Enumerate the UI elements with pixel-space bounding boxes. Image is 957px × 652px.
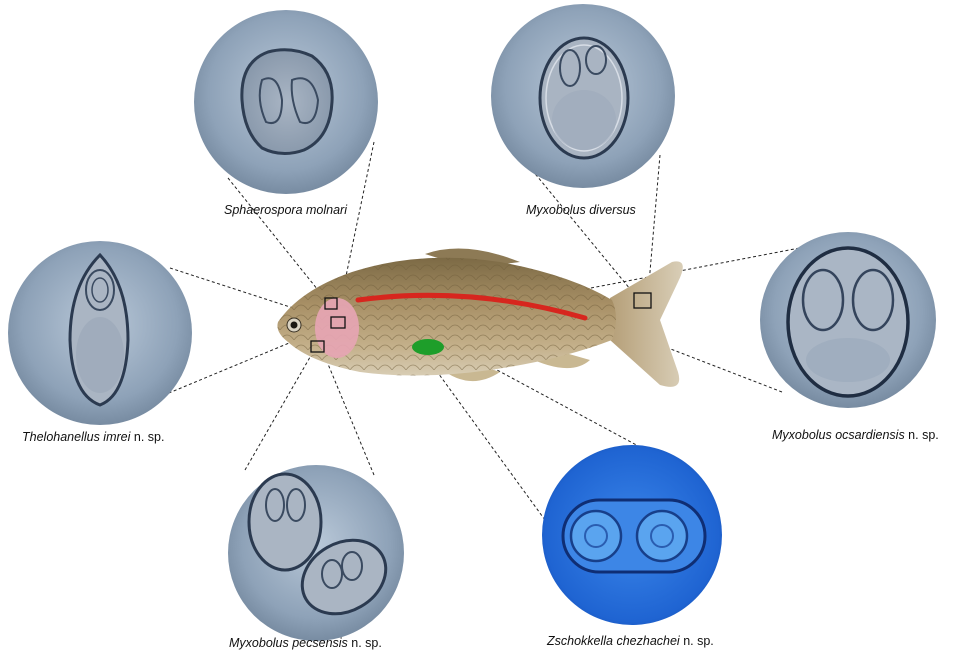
tail-fin xyxy=(610,261,683,386)
fish-illustration xyxy=(277,249,682,387)
species-name: Zschokkella chezhachei xyxy=(547,634,680,648)
label-myxobolus-pecsensis: Myxobolus pecsensis n. sp. xyxy=(229,636,382,650)
species-name: Sphaerospora molnari xyxy=(224,203,347,217)
leader-sphaerospora-left xyxy=(228,178,326,300)
leader-zschokkella-left xyxy=(425,355,545,520)
label-thelohanellus-imrei: Thelohanellus imrei n. sp. xyxy=(22,430,164,444)
species-name: Myxobolus diversus xyxy=(526,203,636,217)
micrograph-myxobolus-pecsensis xyxy=(228,465,404,641)
label-myxobolus-diversus: Myxobolus diversus xyxy=(526,203,636,217)
species-name: Myxobolus ocsardiensis xyxy=(772,428,905,442)
species-name: Thelohanellus imrei xyxy=(22,430,130,444)
label-zschokkella-chezhachei: Zschokkella chezhachei n. sp. xyxy=(547,634,714,648)
gallbladder-marker xyxy=(412,339,444,355)
micrograph-myxobolus-ocsardiensis xyxy=(760,232,936,408)
micrograph-sphaerospora-molnari xyxy=(194,10,378,194)
species-suffix: n. sp. xyxy=(348,636,382,650)
species-name: Myxobolus pecsensis xyxy=(229,636,348,650)
species-suffix: n. sp. xyxy=(905,428,939,442)
species-suffix: n. sp. xyxy=(680,634,714,648)
micrograph-zschokkella-chezhachei xyxy=(542,445,722,625)
label-myxobolus-ocsardiensis: Myxobolus ocsardiensis n. sp. xyxy=(772,428,939,442)
label-sphaerospora-molnari: Sphaerospora molnari xyxy=(224,203,347,217)
micrograph-thelohanellus-imrei xyxy=(8,241,192,425)
micrograph-myxobolus-diversus xyxy=(491,4,675,188)
species-suffix: n. sp. xyxy=(130,430,164,444)
leader-pecsensis-left xyxy=(245,352,313,470)
